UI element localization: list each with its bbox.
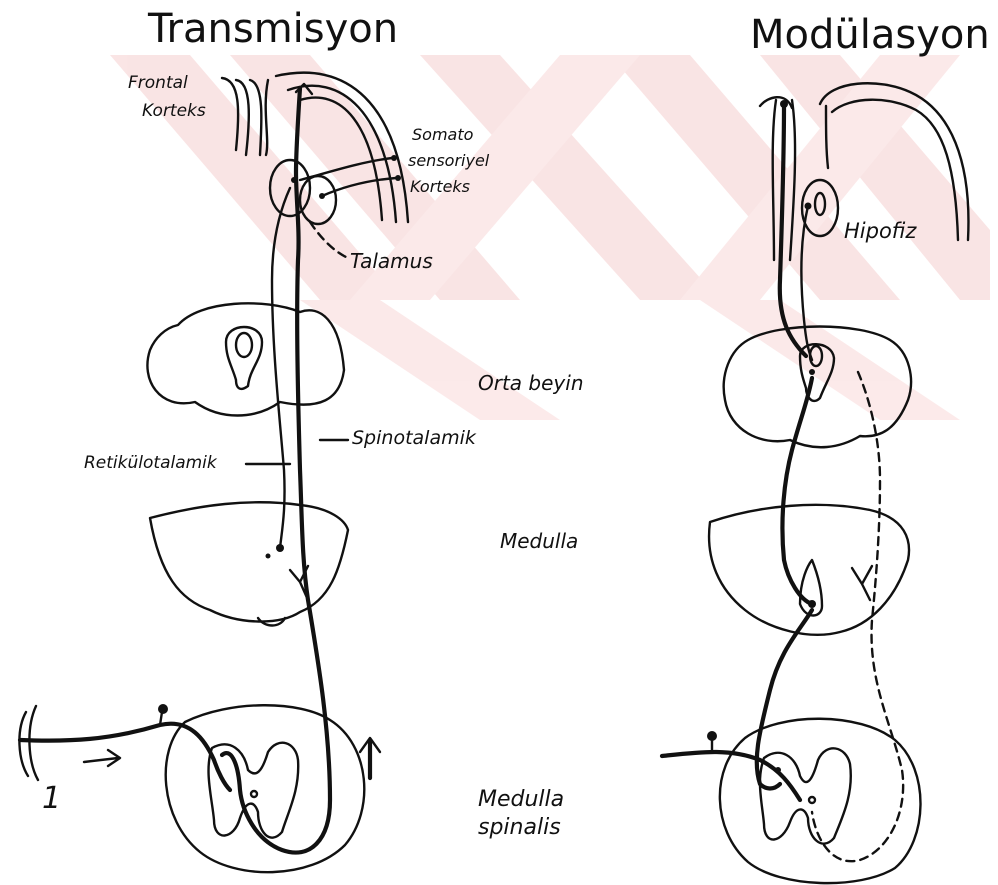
label-number-one: 1	[42, 781, 61, 816]
right-pathways	[662, 100, 903, 861]
label-somato: Somato	[412, 125, 474, 144]
label-spinalis: spinalis	[478, 815, 561, 840]
left-spinal-cord	[166, 705, 365, 872]
label-spinotalamik: Spinotalamik	[352, 427, 477, 449]
label-hipofiz: Hipofiz	[844, 219, 917, 243]
label-medulla: Medulla	[500, 529, 578, 553]
left-medulla	[150, 502, 348, 625]
label-medulla-spinalis: Medulla	[478, 787, 564, 812]
label-frontal: Frontal	[128, 73, 188, 93]
title-modulasyon: Modülasyon	[750, 12, 990, 58]
label-somato-korteks: Korteks	[410, 177, 470, 196]
left-midbrain	[147, 303, 344, 415]
label-sensoriyel: sensoriyel	[408, 151, 490, 170]
label-retikulotalamik: Retikülotalamik	[84, 453, 218, 473]
label-orta-beyin: Orta beyin	[478, 371, 584, 395]
title-transmisyon: Transmisyon	[147, 6, 398, 52]
right-spinal-cord	[720, 719, 921, 883]
label-talamus: Talamus	[350, 249, 433, 273]
label-frontal-korteks: Korteks	[142, 101, 206, 121]
